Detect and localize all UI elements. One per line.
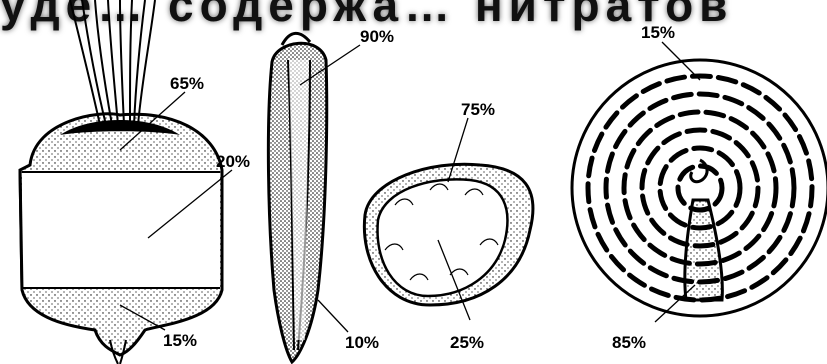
potato-illustration — [364, 118, 533, 320]
carrot-illustration — [268, 33, 360, 362]
carrot-skin-label: 10% — [345, 333, 379, 352]
beet-middle-label: 20% — [216, 152, 250, 171]
beet-bottom-label: 15% — [163, 331, 197, 350]
potato-flesh-label: 25% — [450, 333, 484, 352]
cabbage-illustration — [572, 42, 827, 322]
cabbage-stalk-label: 85% — [612, 333, 646, 352]
beet-top-label: 65% — [170, 74, 204, 93]
potato-peel-label: 75% — [461, 100, 495, 119]
beet-illustration — [20, 0, 232, 364]
cabbage-leaves-label: 15% — [641, 23, 675, 42]
carrot-core-label: 90% — [360, 27, 394, 46]
